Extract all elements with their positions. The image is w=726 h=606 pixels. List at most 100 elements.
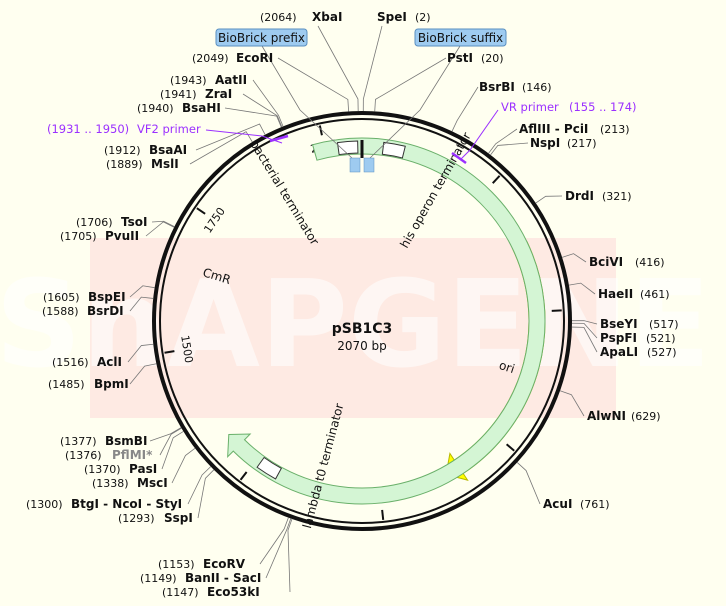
feature-label-bacterial-terminator: bacterial terminator (247, 138, 321, 248)
site-aatii[interactable]: (1943)AatII (170, 73, 247, 87)
leader-line (374, 57, 447, 112)
site-spei[interactable]: SpeI(2) (377, 10, 431, 24)
leader-line (516, 462, 541, 505)
site-bsahi[interactable]: (1940)BsaHI (137, 101, 221, 115)
leader-line (571, 322, 598, 339)
site-bpmi[interactable]: (1485)BpmI (48, 377, 129, 391)
leader-line (561, 253, 587, 263)
plasmid-name: pSB1C3 (332, 321, 393, 337)
leader-line (571, 326, 598, 353)
site-ecori[interactable]: (2049)EcoRI (192, 51, 273, 65)
leader-line (145, 221, 175, 237)
site-nspi[interactable]: NspI(217) (530, 136, 597, 150)
biobrick-prefix-strip (349, 157, 361, 173)
backbone-outer-ring (152, 111, 572, 531)
biobrick-suffix-label: BioBrick suffix (418, 31, 503, 45)
leader-line (129, 285, 155, 298)
primers: VR primer(155 .. 174) (1931 .. 1950)VF2 … (47, 100, 637, 165)
feature-lambda-t0-terminator[interactable] (256, 456, 283, 480)
leader-line (571, 320, 598, 325)
site-banii-saci[interactable]: (1149)BanII - SacI (140, 571, 261, 585)
site-bseyi[interactable]: BseYI(517) (600, 317, 679, 331)
leader-line (568, 282, 596, 295)
tick-label-1750: 1750 (201, 205, 228, 235)
leader-line (259, 517, 289, 565)
leader-line (252, 79, 284, 127)
site-acli[interactable]: (1516)AclI (52, 355, 122, 369)
site-pspfi[interactable]: PspFI(521) (600, 331, 676, 345)
biobrick-prefix-tag[interactable]: BioBrick prefix (215, 28, 308, 47)
leader-line (369, 45, 461, 159)
leader-line (559, 390, 585, 417)
watermark-text: SnAPGENE (0, 256, 711, 395)
site-bsrbi[interactable]: BsrBI(146) (479, 80, 552, 94)
site-ecorv[interactable]: (1153)EcoRV (158, 557, 246, 571)
tick-500 (551, 309, 562, 312)
biobrick-suffix-strip (363, 157, 375, 173)
leader-line (265, 518, 292, 579)
leader-line (129, 296, 154, 312)
site-sspi[interactable]: (1293)SspI (118, 511, 193, 525)
site-pasi[interactable]: (1370)PasI (84, 462, 157, 476)
tick-label-1500: 1500 (178, 334, 195, 364)
leader-line (151, 220, 175, 228)
site-xbai[interactable]: (2064)XbaI (260, 10, 342, 24)
site-bsmbi[interactable]: (1377)BsmBI (60, 434, 147, 448)
site-pflmi[interactable]: (1376)PflMI* (65, 448, 153, 462)
site-apali[interactable]: ApaLI(527) (600, 345, 677, 359)
tick-1250 (239, 471, 248, 481)
restriction-sites: (2064)XbaI SpeI(2) (2049)EcoRI PstI(20) … (26, 10, 679, 599)
site-msci[interactable]: (1338)MscI (92, 476, 168, 490)
leader-line (197, 469, 215, 519)
site-msli[interactable]: (1889)MslI (106, 157, 179, 171)
site-alwni[interactable]: AlwNI(629) (587, 409, 661, 423)
site-zrai[interactable]: (1941)ZraI (160, 87, 232, 101)
leader-line (488, 128, 518, 154)
site-psti[interactable]: PstI(20) (447, 51, 504, 65)
site-pvuii[interactable]: (1705)PvuII (60, 229, 139, 243)
primer-vr-arrow (451, 151, 467, 165)
feature-his-operon-terminator[interactable] (381, 141, 406, 159)
tick-1750 (196, 207, 206, 215)
leader-line (362, 25, 383, 112)
leader-line (535, 195, 563, 204)
site-drdi[interactable]: DrdI(321) (565, 189, 632, 203)
feature-label-ori: ori (497, 358, 516, 376)
leader-line (287, 518, 293, 593)
tick-1500 (164, 350, 175, 354)
primer-vr[interactable]: VR primer(155 .. 174) (501, 100, 637, 114)
site-bsaai[interactable]: (1912)BsaAI (104, 143, 187, 157)
leader-line (490, 142, 529, 156)
tick-2000 (318, 125, 323, 136)
tick-1000 (381, 509, 385, 520)
leader-line (127, 343, 154, 363)
site-btgi-ncoi-styi[interactable]: (1300)BtgI - NcoI - StyI (26, 497, 182, 511)
leader-line (317, 25, 359, 112)
site-bcivi[interactable]: BciVI(416) (589, 255, 665, 269)
site-acui[interactable]: AcuI(761) (543, 497, 610, 511)
leader-line (451, 86, 479, 132)
feature-bacterial-terminator[interactable] (336, 140, 359, 156)
site-leaders (127, 25, 598, 593)
primer-vr-leader (459, 109, 499, 161)
leader-line (277, 57, 350, 112)
leader-line (129, 363, 157, 385)
primer-vf2[interactable]: (1931 .. 1950)VF2 primer (47, 122, 201, 136)
tick-750 (505, 443, 515, 452)
leader-line (159, 427, 182, 456)
tick-250 (492, 175, 501, 184)
leader-line (224, 107, 282, 128)
site-afliii-pcii[interactable]: AflIII - PciI(213) (519, 122, 630, 136)
leader-line (161, 431, 184, 470)
leader-line (187, 466, 211, 505)
plasmid-size: 2070 bp (337, 339, 387, 353)
site-bspei[interactable]: (1605)BspEI (43, 290, 126, 304)
site-haeii[interactable]: HaeII(461) (598, 287, 670, 301)
site-tsoi[interactable]: (1706)TsoI (76, 215, 147, 229)
biobrick-suffix-tag[interactable]: BioBrick suffix (414, 28, 507, 47)
site-bsrdi[interactable]: (1588)BsrDI (42, 304, 124, 318)
leader-line (189, 131, 253, 165)
feature-label-lambda-t0-terminator: lambda t0 terminator (300, 402, 346, 530)
site-eco53ki[interactable]: (1147)Eco53kI (162, 585, 260, 599)
